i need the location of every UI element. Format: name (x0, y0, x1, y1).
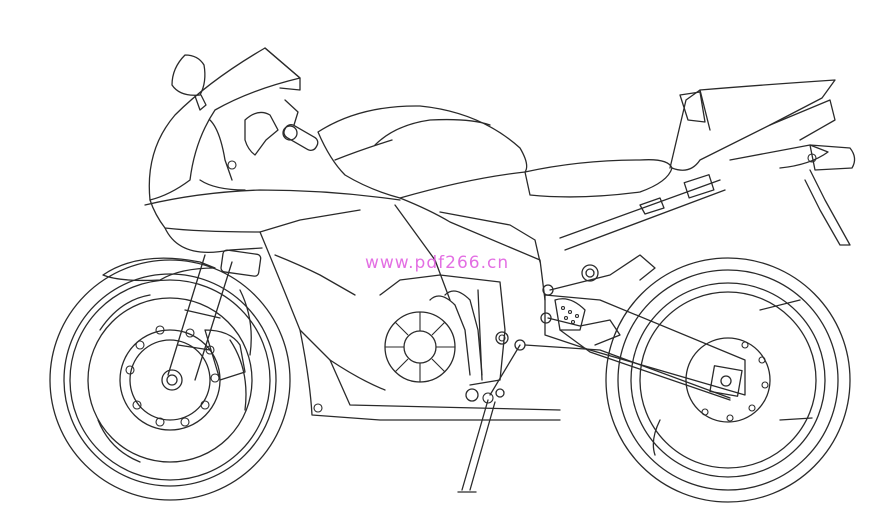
front-fork (167, 249, 262, 381)
fuel-tank (317, 105, 528, 199)
subframe (559, 174, 726, 251)
rear-wheel (605, 257, 851, 503)
watermark-text: www.pdf266.cn (365, 253, 510, 273)
rearset (465, 254, 731, 402)
front-fender (102, 257, 216, 282)
handlebar (227, 99, 319, 170)
front-fairing (144, 47, 401, 254)
side-fairing (259, 197, 561, 421)
sidestand (457, 392, 496, 493)
front-wheel (49, 259, 291, 501)
tail-section (671, 79, 856, 246)
swingarm (544, 264, 746, 401)
engine (379, 274, 509, 386)
seat (524, 89, 711, 198)
mirror (171, 54, 207, 111)
